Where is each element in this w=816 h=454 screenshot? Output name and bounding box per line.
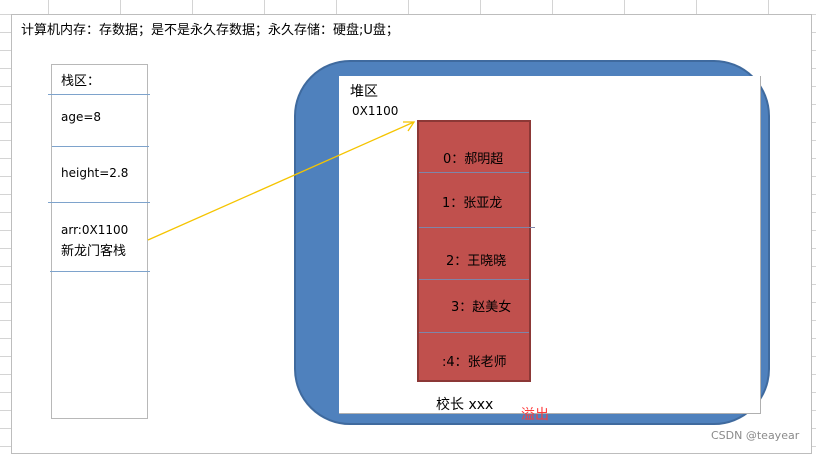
array-divider	[419, 332, 529, 333]
array-element-3: 3：赵美女	[451, 300, 512, 315]
stack-area: 栈区： age=8 height=2.8 arr:0X1100 新龙门客栈	[48, 64, 150, 419]
array-divider	[419, 227, 535, 228]
stack-title: 栈区：	[61, 74, 101, 89]
watermark: CSDN @teayear	[711, 429, 800, 442]
heap-title: 堆区	[350, 84, 378, 100]
stack-item-arr: arr:0X1100	[61, 223, 129, 237]
stack-divider	[50, 271, 150, 272]
stack-item-arr-value: 新龙门客栈	[61, 244, 127, 259]
heap-area	[339, 76, 761, 414]
stack-item-height: height=2.8	[61, 166, 129, 180]
array-element-0: 0：郝明超	[443, 152, 504, 167]
array-element-2: 2：王晓晓	[446, 254, 507, 269]
heap-array: 0：郝明超 1：张亚龙 2：王晓晓 3：赵美女 :4：张老师	[417, 120, 535, 382]
overflow-label: 溢出	[521, 407, 549, 423]
array-element-4: :4：张老师	[442, 355, 507, 370]
stack-divider	[48, 202, 150, 203]
memory-description: 计算机内存：存数据；是不是永久存数据；永久存储：硬盘;U盘；	[21, 23, 399, 38]
stack-divider	[48, 94, 150, 95]
array-divider	[419, 172, 529, 173]
stack-item-age: age=8	[61, 110, 102, 124]
array-element-1: 1：张亚龙	[442, 196, 503, 211]
heap-address: 0X1100	[352, 104, 399, 118]
array-divider	[419, 279, 529, 280]
principal-label: 校长 xxx	[436, 397, 494, 413]
stack-divider	[52, 146, 149, 147]
